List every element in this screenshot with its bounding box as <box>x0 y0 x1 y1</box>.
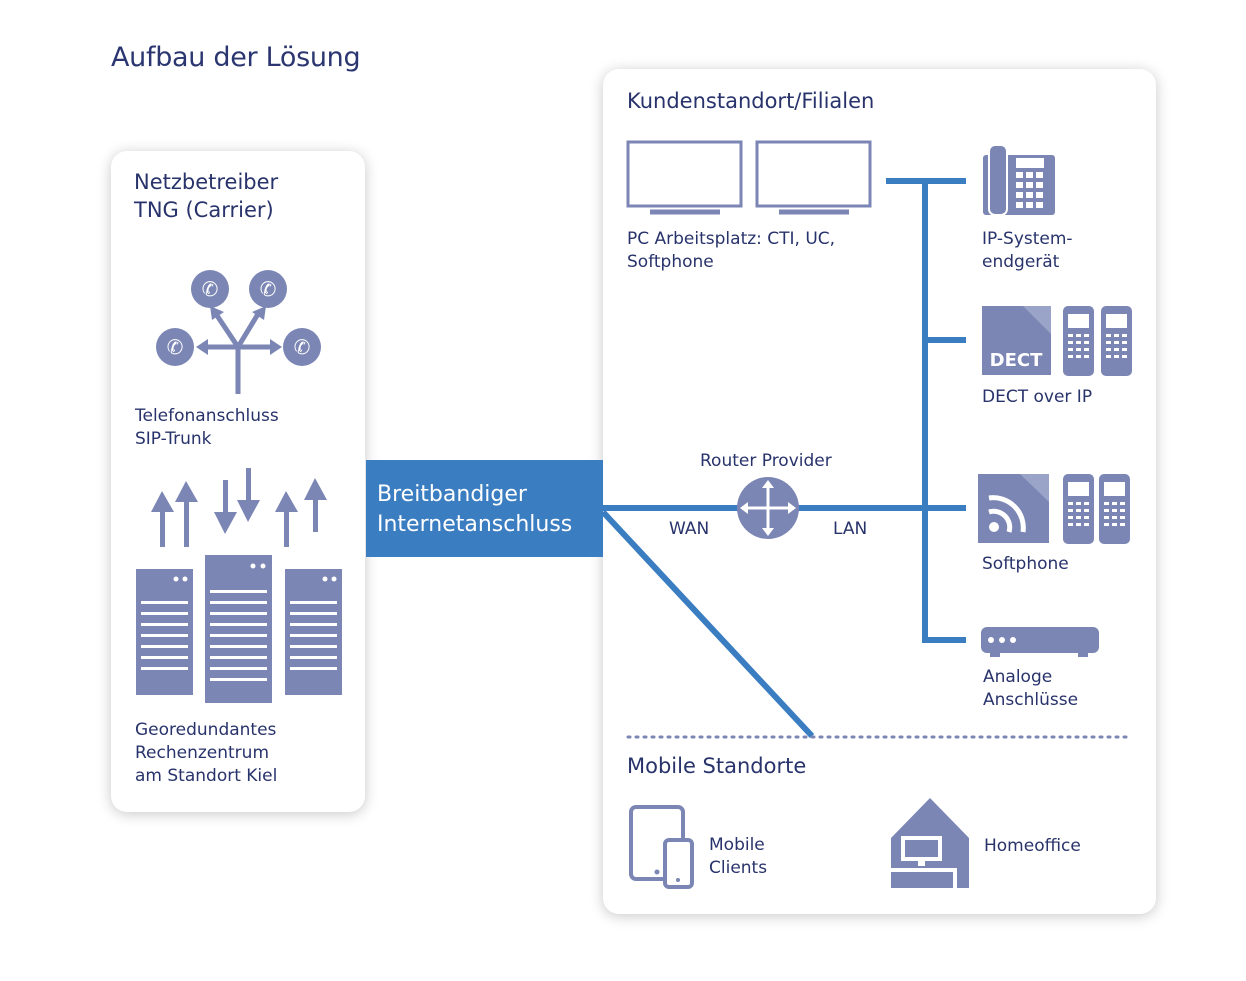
dect-label: DECT over IP <box>982 387 1093 407</box>
internet-label: Breitbandiger Internetanschluss <box>377 482 573 537</box>
lan-label: LAN <box>833 519 868 539</box>
router-label: Router Provider <box>700 451 832 471</box>
mobile-devices-icon <box>629 805 694 889</box>
ip-phone-label: IP-System- endgerät <box>982 229 1073 272</box>
traffic-arrows-icon <box>151 468 327 547</box>
softphone-icon <box>978 474 1049 543</box>
dect-base-icon: DECT <box>982 306 1051 375</box>
wan-label: WAN <box>669 519 710 539</box>
softphone-label: Softphone <box>982 554 1069 574</box>
router-icon <box>737 477 799 539</box>
dect-badge: DECT <box>990 350 1043 371</box>
network-lines <box>600 178 966 739</box>
phone-network-icon: ✆ ✆ ✆ ✆ <box>156 270 321 394</box>
server-rack-icon <box>136 555 342 703</box>
svg-text:✆: ✆ <box>260 277 277 301</box>
mobile-heading: Mobile Standorte <box>627 754 807 778</box>
internet-connection-box: Breitbandiger Internetanschluss <box>366 460 603 557</box>
pc-workstation-label: PC Arbeitsplatz: CTI, UC, Softphone <box>627 229 836 272</box>
datacenter-label: Georedundantes Rechenzentrum am Standort… <box>135 720 278 786</box>
svg-text:✆: ✆ <box>202 277 219 301</box>
ip-phone-icon <box>983 144 1055 216</box>
mobile-clients-label: Mobile Clients <box>709 835 768 878</box>
phone-connection-label: Telefonanschluss SIP-Trunk <box>135 406 279 449</box>
homeoffice-house-icon <box>891 798 969 888</box>
analog-label: Analoge Anschlüsse <box>983 667 1079 710</box>
carrier-heading: Netzbetreiber TNG (Carrier) <box>134 170 279 222</box>
svg-text:✆: ✆ <box>167 335 184 359</box>
pc-monitor-icon <box>626 140 872 215</box>
page-title: Aufbau der Lösung <box>111 42 361 73</box>
svg-text:✆: ✆ <box>294 335 311 359</box>
analog-adapter-icon <box>981 627 1099 657</box>
handset-icon <box>1063 306 1132 544</box>
customer-heading: Kundenstandort/Filialen <box>627 89 875 113</box>
homeoffice-label: Homeoffice <box>984 836 1081 856</box>
